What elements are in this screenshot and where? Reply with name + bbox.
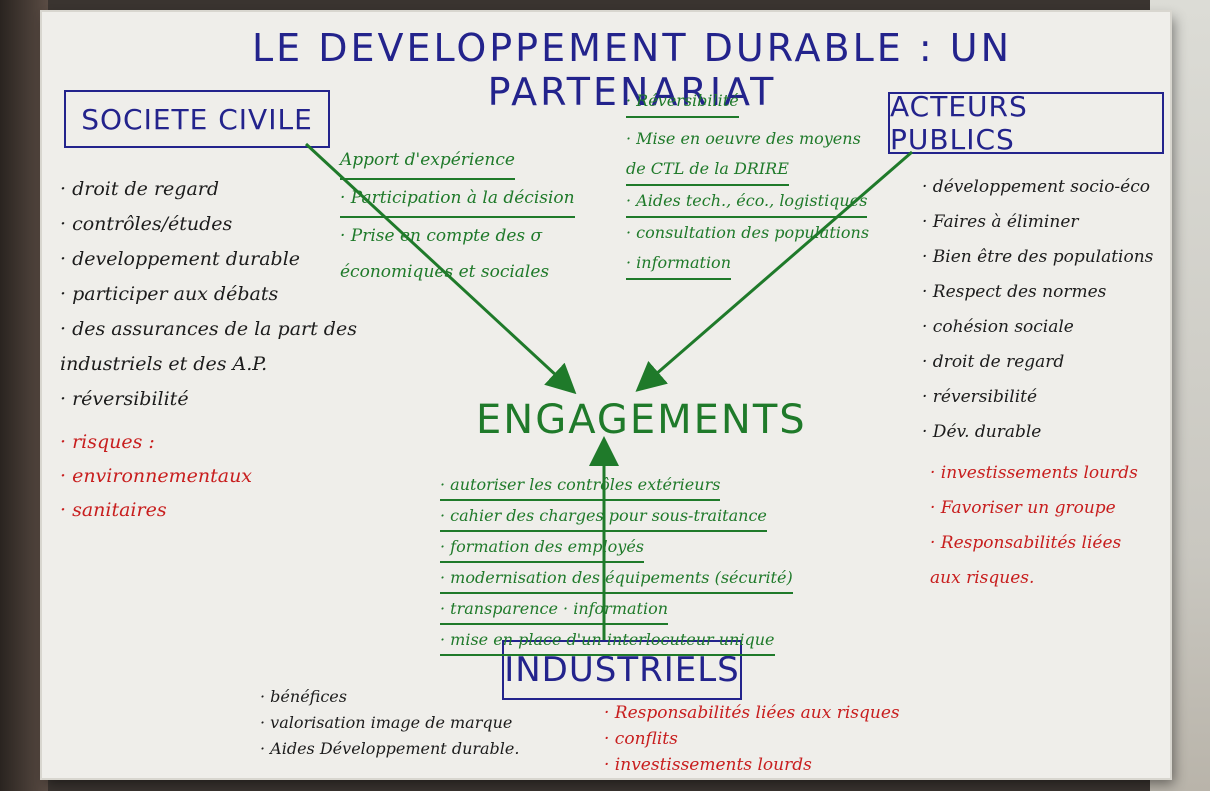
list-item: · développement socio-éco xyxy=(922,177,1150,197)
box-societe-civile: SOCIETE CIVILE xyxy=(64,90,330,148)
list-item: · droit de regard xyxy=(60,178,220,200)
list-item: · participer aux débats xyxy=(60,283,279,305)
list-item: · investissements lourds xyxy=(930,463,1138,483)
list-item: · environnementaux xyxy=(60,465,253,487)
background-wall-left xyxy=(0,0,48,791)
list-item: · des assurances de la part des xyxy=(60,318,357,340)
list-item: industriels et des A.P. xyxy=(60,353,268,375)
list-item: · formation des employés xyxy=(440,532,793,563)
acteurs-publics-red-list: · investissements lourds · Favoriser un … xyxy=(930,456,1138,596)
arrow-societe-to-engagements xyxy=(304,142,577,395)
societe-civile-list: · droit de regard · contrôles/études · d… xyxy=(60,172,357,417)
list-item: · consultation des populations xyxy=(626,223,870,242)
box-industriels-label: INDUSTRIELS xyxy=(504,650,740,690)
list-item: · Responsabilités liées xyxy=(930,533,1122,553)
list-item: · sanitaires xyxy=(60,499,167,521)
list-item: · Bien être des populations xyxy=(922,247,1154,267)
list-item: · Dév. durable xyxy=(922,422,1042,442)
list-item: · modernisation des équipements (sécurit… xyxy=(440,563,793,594)
societe-civile-risques-list: · risques : · environnementaux · sanitai… xyxy=(60,425,252,527)
box-industriels: INDUSTRIELS xyxy=(502,640,742,700)
box-acteurs-publics-label: ACTEURS PUBLICS xyxy=(890,90,1028,156)
arrow-acteurs-to-engagements xyxy=(635,150,913,392)
list-item: · Respect des normes xyxy=(922,282,1107,302)
box-acteurs-publics: ACTEURS PUBLICS xyxy=(888,90,1164,156)
box-societe-civile-label: SOCIETE CIVILE xyxy=(81,102,313,136)
list-item: · Aides Développement durable. xyxy=(260,739,520,758)
whiteboard: LE DEVELOPPEMENT DURABLE : UN PARTENARIA… xyxy=(42,12,1170,778)
industriels-risques-list: · Responsabilités liées aux risques · co… xyxy=(604,700,900,778)
list-item: Apport d'expérience xyxy=(340,142,575,180)
list-item: · Mise en oeuvre des moyens xyxy=(626,129,861,148)
list-item: · risques : xyxy=(60,431,155,453)
list-item: · information xyxy=(626,248,869,280)
list-item: · conflits xyxy=(604,729,678,749)
list-item: · Faires à éliminer xyxy=(922,212,1079,232)
arrows-diagram xyxy=(304,142,913,640)
list-item: de CTL de la DRIRE xyxy=(626,154,869,186)
list-item: · réversibilité xyxy=(60,388,189,410)
list-item: · developpement durable xyxy=(60,248,301,270)
list-item: · valorisation image de marque xyxy=(260,713,513,732)
list-item: aux risques. xyxy=(930,568,1035,588)
list-item: · investissements lourds xyxy=(604,755,812,775)
list-item: · Prise en compte des σ xyxy=(340,226,543,246)
list-item: · droit de regard xyxy=(922,352,1065,372)
list-item: · transparence · information xyxy=(440,594,793,625)
list-item: · réversibilité xyxy=(922,387,1038,407)
page-title: LE DEVELOPPEMENT DURABLE : UN PARTENARIA… xyxy=(252,26,1012,114)
list-item: · autoriser les contrôles extérieurs xyxy=(440,470,793,501)
list-item: · mise en place d'un interlocuteur uniqu… xyxy=(440,625,793,656)
list-item: · cohésion sociale xyxy=(922,317,1074,337)
industriels-benefices-list: · bénéfices · valorisation image de marq… xyxy=(260,684,519,762)
list-item: · Réversibilité xyxy=(626,86,869,118)
list-item: · Responsabilités liées aux risques xyxy=(604,703,900,723)
industriels-engagements-list: · autoriser les contrôles extérieurs · c… xyxy=(440,470,793,656)
center-right-green-list: · Réversibilité · Mise en oeuvre des moy… xyxy=(626,86,869,280)
list-item: · Aides tech., éco., logistiques xyxy=(626,186,869,218)
acteurs-publics-list: · développement socio-éco · Faires à éli… xyxy=(922,170,1153,450)
list-item: · Favoriser un groupe xyxy=(930,498,1116,518)
list-item: · bénéfices xyxy=(260,687,347,706)
engagements-heading: ENGAGEMENTS xyxy=(476,397,807,443)
list-item: · contrôles/études xyxy=(60,213,233,235)
list-item: · Participation à la décision xyxy=(340,180,575,218)
